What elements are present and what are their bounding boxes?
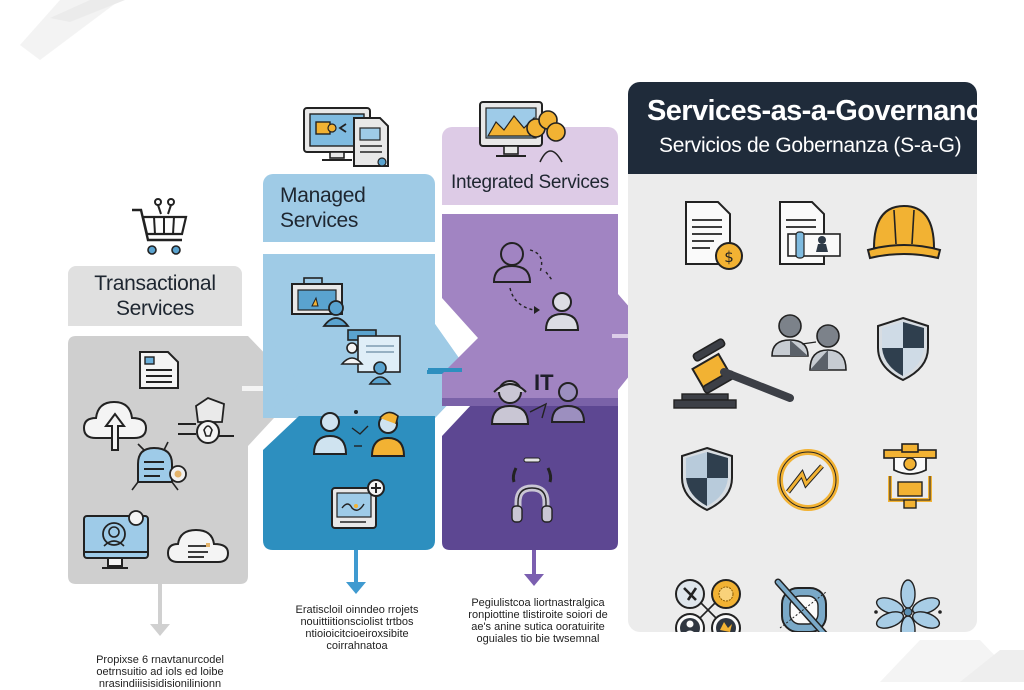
managed-caption: Eratiscloil oinndeo rrojets nouittiition… [272,604,442,652]
managed-title-line-1: Managed [280,184,366,207]
governance-subtitle: Servicios de Gobernanza (S-a-G) [659,134,962,157]
managed-down-arrow [346,550,366,594]
cloud-list-icon [166,528,230,563]
stakeholders-icon [771,314,847,371]
integrated-title: Integrated Services [451,172,609,193]
transactional-title-line-2: Services [115,297,195,320]
monitor-team-icon [479,101,566,163]
managed-services-header: Managed Services [263,174,435,242]
shield-icon [681,446,733,512]
chat-bot-icon [131,441,187,491]
governance-panel: Services-as-a-Governance Servicios de Go… [628,82,977,632]
managed-title-line-2: Services [280,209,359,232]
headset-cycle-icon [511,457,553,523]
integrated-connector-line [428,368,462,372]
shopping-cart-icon [132,198,188,255]
caption-line: oetrnsuitio ad iols ed loibe [96,666,224,678]
network-nodes-icon [675,579,741,632]
caption-line: oguiales tio bie twsemnal [476,633,600,645]
gavel-icon [673,338,794,409]
hard-hat-icon [866,204,942,260]
transactional-services-header: Transactional Services [68,266,242,326]
presentation-team-icon [340,329,401,385]
performance-icon [777,449,839,511]
compliance-badge-icon [883,443,937,509]
transactional-down-arrow [150,584,170,636]
caption-line: nouittiitionsciolist trtbos [300,616,414,628]
monitor-user-icon [83,510,149,569]
certificate-id-icon [779,201,841,265]
it-label: IT [534,370,554,395]
svg-text:$: $ [724,248,734,266]
integrated-caption: Pegiulistcoa liortnastralgica ronpiottin… [452,597,624,645]
shield-icon [877,316,929,382]
it-team-icon [490,380,586,425]
user-handoff-icon [492,242,580,331]
policy-cancel-icon [774,578,828,632]
document-icon [139,351,179,389]
caption-line: ntioioicitcioeiroxsibite [305,628,409,640]
background-decoration-top-left [20,0,125,60]
cloud-upload-icon [82,400,148,451]
governance-title: Services-as-a-Governance [647,95,977,127]
governance-header: Services-as-a-Governance Servicios de Go… [628,82,977,174]
caption-line: Pegiulistcoa liortnastralgica [471,597,605,609]
caption-line: ronpiottine tlistiroite soiori de [468,609,608,621]
ecosystem-flower-icon [874,579,942,632]
package-idea-icon [178,396,234,444]
transactional-title-line-1: Transactional [94,272,216,295]
caption-line: ae's anine sutica ooratuirite [471,621,605,633]
transactional-caption: Propixse 6 rnavtanurcodel oetrnsuitio ad… [80,654,240,690]
background-decoration-bottom [880,640,1024,682]
integrated-down-arrow [524,550,544,586]
monitor-document-icon [303,107,389,167]
caption-line: nrasindiiisisidisionilinionn [98,678,222,690]
caption-line: Propixse 6 rnavtanurcodel [96,654,224,666]
monitor-add-icon [331,479,385,529]
contract-payment-icon: $ [685,201,743,270]
collaboration-icon [312,410,406,457]
folder-user-icon [291,277,350,327]
caption-line: Eratiscloil oinndeo rrojets [295,604,419,616]
caption-line: coirrahnatoa [326,640,388,652]
